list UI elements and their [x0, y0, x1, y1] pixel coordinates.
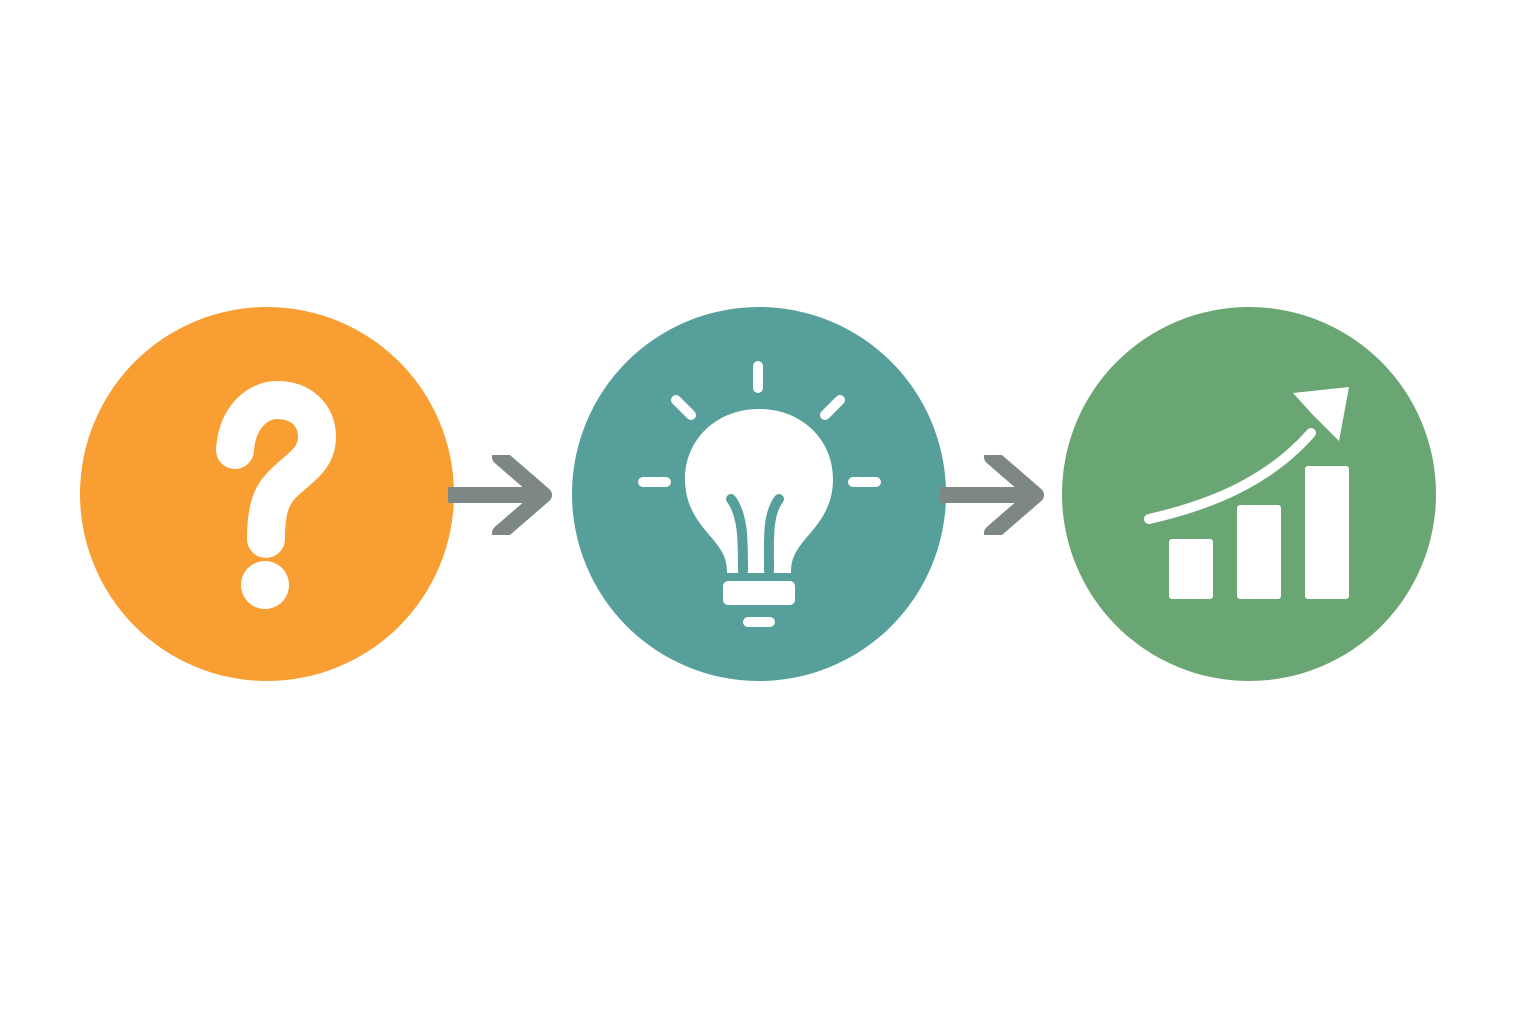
step-question-circle — [79, 303, 455, 685]
arrow-right-icon — [448, 455, 552, 535]
step-idea-circle — [571, 303, 947, 685]
arrow-right-icon — [940, 455, 1044, 535]
step-growth-circle — [1061, 303, 1437, 685]
lightbulb-icon — [572, 307, 946, 681]
question-mark-icon — [80, 307, 454, 681]
growth-chart-icon — [1062, 307, 1436, 681]
arrow-connector-2 — [940, 455, 1050, 535]
arrow-connector-1 — [448, 455, 558, 535]
